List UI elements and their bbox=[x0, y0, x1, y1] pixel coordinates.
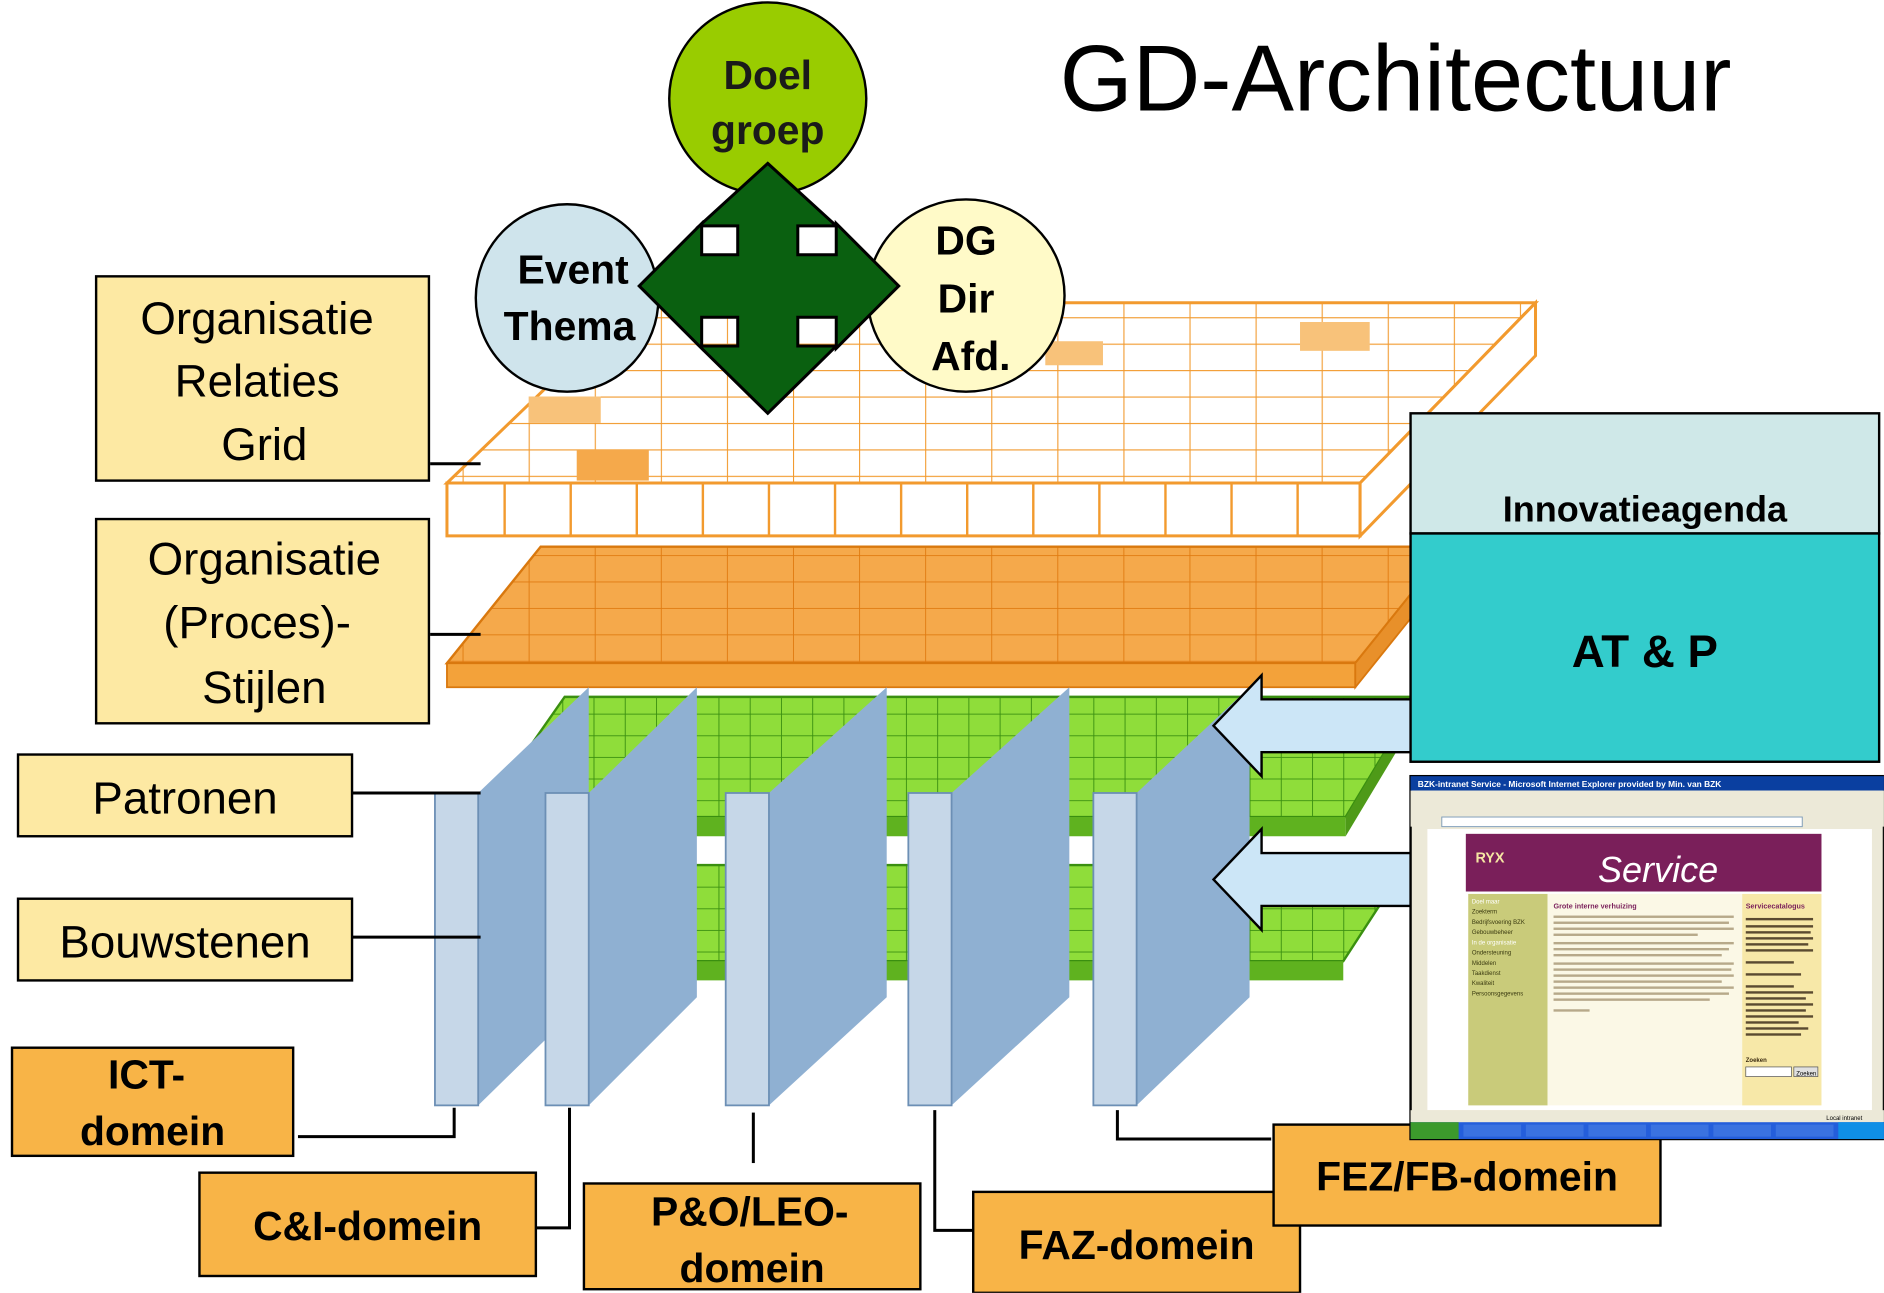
domain-label: P&O/LEO- bbox=[651, 1189, 848, 1235]
cross-arrow-icon bbox=[637, 161, 901, 416]
domain-po: P&O/LEO- domein bbox=[582, 1182, 922, 1291]
label-relaties: Organisatie Relaties Grid bbox=[94, 275, 431, 482]
label-line: Organisatie bbox=[140, 293, 373, 344]
label-bouwstenen: Bouwstenen bbox=[16, 897, 354, 982]
address-bar[interactable] bbox=[1441, 816, 1803, 828]
panel-fez bbox=[1092, 687, 1250, 1107]
label-line: (Proces)- bbox=[163, 597, 351, 648]
domain-label: C&I-domein bbox=[253, 1203, 482, 1249]
circle-label: DG bbox=[935, 218, 996, 264]
label-line: Organisatie bbox=[148, 533, 381, 584]
menu-item[interactable]: Ondersteuning bbox=[1472, 951, 1511, 957]
domain-label: domein bbox=[80, 1108, 225, 1154]
innovation-arrows bbox=[1211, 672, 1419, 933]
search-button-label: Zoeken bbox=[1796, 1071, 1816, 1077]
menu-item[interactable]: Gebouwbeheer bbox=[1472, 930, 1513, 936]
highlight-cell bbox=[528, 396, 601, 423]
label-line: Stijlen bbox=[202, 662, 326, 713]
menu-item[interactable]: Taakdienst bbox=[1472, 971, 1501, 977]
label-line: Relaties bbox=[175, 355, 340, 406]
page-title: GD-Architectuur bbox=[1060, 26, 1732, 131]
circle-label: Doel bbox=[724, 52, 813, 98]
panel-faz bbox=[907, 687, 1070, 1107]
label-line: Grid bbox=[221, 419, 307, 470]
domain-ci: C&I-domein bbox=[198, 1171, 538, 1278]
status-bar: Local intranet bbox=[1826, 1116, 1862, 1122]
label-patronen: Patronen bbox=[16, 753, 354, 838]
domain-fez: FEZ/FB-domein bbox=[1272, 1123, 1662, 1227]
site-banner bbox=[1465, 833, 1822, 892]
intranet-screenshot: BZK-intranet Service - Microsoft Interne… bbox=[1409, 774, 1884, 1141]
circle-event: Event Thema bbox=[474, 203, 660, 393]
innovation-header: Innovatieagenda bbox=[1503, 488, 1788, 529]
innovation-box: Innovatieagenda AT & P bbox=[1409, 412, 1881, 763]
circle-label: Event bbox=[517, 247, 629, 293]
circle-doelgroep: Doel groep bbox=[668, 1, 868, 196]
start-button[interactable] bbox=[1410, 1122, 1459, 1140]
circle-label: Thema bbox=[504, 303, 636, 349]
label-stijlen: Organisatie (Proces)- Stijlen bbox=[94, 517, 431, 725]
menu-item[interactable]: Kwaliteit bbox=[1472, 981, 1495, 987]
menu-item[interactable]: Middelen bbox=[1472, 961, 1496, 967]
domain-faz: FAZ-domein bbox=[972, 1190, 1302, 1293]
domain-label: domein bbox=[680, 1245, 825, 1291]
circle-label: Dir bbox=[938, 275, 995, 321]
panel-ci bbox=[544, 687, 697, 1107]
domain-ict: ICT- domein bbox=[10, 1046, 295, 1158]
menu-item[interactable]: In de organisatie bbox=[1472, 940, 1517, 946]
domain-label: ICT- bbox=[108, 1052, 185, 1098]
label-line: Bouwstenen bbox=[59, 917, 310, 968]
circle-label: groep bbox=[711, 107, 824, 153]
search-button[interactable] bbox=[1793, 1066, 1819, 1077]
label-line: Patronen bbox=[92, 772, 277, 823]
domain-panels bbox=[434, 687, 1250, 1107]
menu-item[interactable]: Bedrijfsvoering BZK bbox=[1472, 920, 1525, 926]
search-input[interactable] bbox=[1745, 1066, 1792, 1077]
search-label: Zoeken bbox=[1746, 1058, 1767, 1064]
banner-text: Service bbox=[1598, 849, 1718, 890]
menu-item[interactable]: Persoonsgegevens bbox=[1472, 991, 1523, 997]
circle-label: Afd. bbox=[931, 333, 1010, 379]
right-title: Servicecatalogus bbox=[1746, 901, 1805, 910]
highlight-cell bbox=[1045, 341, 1103, 366]
left-menu bbox=[1468, 893, 1548, 1106]
innovation-body: AT & P bbox=[1572, 626, 1718, 677]
domain-label: FAZ-domein bbox=[1019, 1222, 1255, 1268]
circle-dg: DG Dir Afd. bbox=[866, 198, 1066, 393]
window-title: BZK-intranet Service - Microsoft Interne… bbox=[1418, 779, 1722, 789]
panel-po bbox=[724, 687, 887, 1107]
menu-item[interactable]: Doel maar bbox=[1472, 900, 1500, 906]
connector-lines bbox=[297, 462, 1272, 1232]
orange-grid-stijlen bbox=[444, 544, 1452, 690]
site-logo: RYX bbox=[1475, 851, 1504, 867]
menu-item[interactable]: Zoekterm bbox=[1472, 910, 1497, 916]
domain-label: FEZ/FB-domein bbox=[1316, 1154, 1618, 1200]
article-title: Grote interne verhuizing bbox=[1554, 901, 1637, 910]
highlight-cell bbox=[576, 449, 649, 481]
highlight-cell bbox=[1300, 322, 1370, 351]
